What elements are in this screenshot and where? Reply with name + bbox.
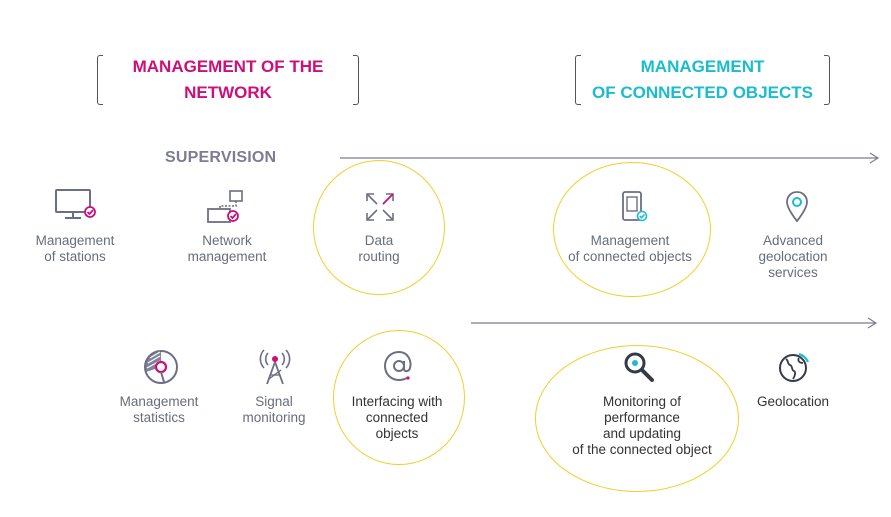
label-geolocation: Geolocation xyxy=(756,394,830,409)
label-management-statistics: Management statistics xyxy=(119,394,199,425)
label-advanced-geolocation: Advanced geolocation services xyxy=(758,233,828,280)
label-management-of-connected-objects: Management of connected objects xyxy=(568,233,692,264)
network-check-icon xyxy=(206,190,246,224)
label-interfacing-connected-objects: Interfacing with connected objects xyxy=(351,394,443,441)
tablet-check-icon xyxy=(620,190,650,224)
label-network-management: Network management xyxy=(187,233,267,264)
header-network: MANAGEMENT OF THE NETWORK xyxy=(132,57,324,102)
magnifier-icon xyxy=(622,350,656,384)
timeline-arrow-bottom xyxy=(471,317,878,329)
header-connected: MANAGEMENT OF CONNECTED OBJECTS xyxy=(591,57,814,102)
globe-icon xyxy=(777,350,811,384)
timeline-arrow-top xyxy=(340,152,880,164)
section-title-supervision: SUPERVISION xyxy=(165,149,277,166)
label-management-of-stations: Management of stations xyxy=(35,233,115,264)
header-connected-box: MANAGEMENT OF CONNECTED OBJECTS xyxy=(575,55,830,105)
expand-arrows-icon xyxy=(363,190,397,224)
location-pin-icon xyxy=(785,190,809,224)
highlight-circle-monitoring xyxy=(535,345,739,492)
header-network-box: MANAGEMENT OF THE NETWORK xyxy=(97,55,359,105)
label-signal-monitoring: Signal monitoring xyxy=(242,394,306,425)
highlight-circle-interfacing xyxy=(333,330,465,465)
label-data-routing: Data routing xyxy=(358,233,400,264)
highlight-circle-connected-objects xyxy=(553,162,711,297)
highlight-circle-data-routing xyxy=(313,160,445,295)
pie-statistics-icon xyxy=(142,348,180,386)
at-sign-icon xyxy=(381,348,417,384)
label-monitoring-performance: Monitoring of performance and updating o… xyxy=(572,394,712,457)
monitor-check-icon xyxy=(54,188,98,222)
antenna-icon xyxy=(258,348,292,386)
